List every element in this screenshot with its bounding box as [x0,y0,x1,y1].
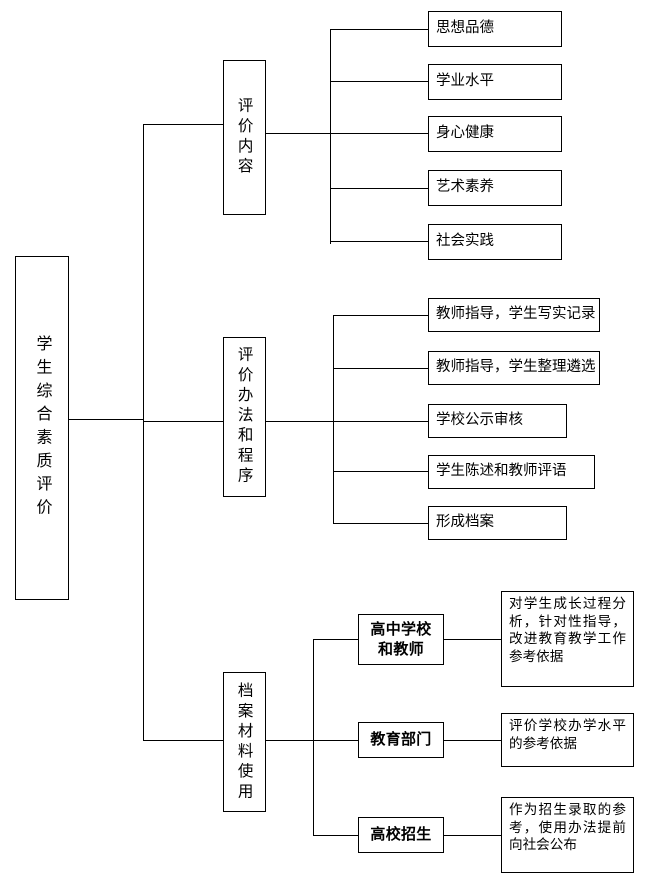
connector-actor-1-to-purpose [444,639,501,640]
purpose-text: 作为招生录取的参考，使用办法提前向社会公布 [509,802,626,854]
leaf-box: 学校公示审核 [428,404,567,438]
branch-node-2: 评价办法和程序 [223,337,266,497]
leaf-label: 学生陈述和教师评语 [436,463,567,480]
connector-branch-1-stem [266,133,330,134]
connector-root-to-trunk [69,419,144,420]
leaf-box: 教师指导，学生整理遴选 [428,351,600,385]
connector-main-trunk [143,124,144,741]
connector-branch-3-bus [313,639,314,835]
connector-branch-3-stem [266,740,313,741]
leaf-label: 思想品德 [436,20,494,37]
actor-label: 教育部门 [370,730,432,749]
purpose-text: 对学生成长过程分析，针对性指导，改进教育教学工作参考依据 [509,596,626,666]
leaf-label: 身心健康 [436,125,494,142]
connector-branch-3-actor-1 [313,639,358,640]
connector-branch-3-actor-3 [313,835,358,836]
connector-branch-2-bus [333,315,334,523]
root-node-label: 学生综合素质评价 [33,334,53,522]
purpose-box: 评价学校办学水平的参考依据 [501,713,634,767]
connector-branch-1-leaf-5 [330,241,428,242]
leaf-box: 形成档案 [428,506,567,540]
purpose-box: 对学生成长过程分析，针对性指导，改进教育教学工作参考依据 [501,591,634,687]
connector-branch-1-leaf-2 [330,81,428,82]
leaf-box: 学业水平 [428,64,562,100]
leaf-box: 艺术素养 [428,170,562,206]
branch-node-1: 评价内容 [223,60,266,215]
leaf-label: 艺术素养 [436,179,494,196]
leaf-box: 思想品德 [428,11,562,47]
purpose-text: 评价学校办学水平的参考依据 [509,718,626,752]
root-node: 学生综合素质评价 [15,256,69,600]
leaf-box: 学生陈述和教师评语 [428,455,595,489]
leaf-label: 教师指导，学生整理遴选 [436,359,596,376]
connector-branch-3-actor-2 [313,740,358,741]
connector-branch-1-bus [330,29,331,244]
leaf-label: 学校公示审核 [436,412,523,429]
actor-box: 高校招生 [358,817,444,853]
connector-branch-2-leaf-2 [333,368,428,369]
connector-trunk-to-branch-2 [143,421,223,422]
leaf-label: 教师指导，学生写实记录 [436,306,596,323]
actor-box: 教育部门 [358,722,444,758]
connector-branch-2-leaf-4 [333,471,428,472]
connector-actor-3-to-purpose [444,835,501,836]
leaf-label: 形成档案 [436,514,494,531]
connector-branch-2-leaf-5 [333,523,428,524]
actor-label: 高校招生 [370,825,432,844]
connector-branch-1-leaf-4 [330,188,428,189]
branch-node-3: 档案材料使用 [223,672,266,812]
connector-trunk-to-branch-1 [143,124,223,125]
leaf-label: 学业水平 [436,73,494,90]
connector-branch-2-leaf-3 [333,421,428,422]
leaf-box: 身心健康 [428,116,562,152]
connector-branch-2-stem [266,421,333,422]
leaf-label: 社会实践 [436,233,494,250]
connector-branch-1-leaf-1 [330,29,428,30]
connector-branch-2-leaf-1 [333,315,428,316]
branch-node-2-label: 评价办法和程序 [235,346,254,488]
branch-node-1-label: 评价内容 [235,97,254,178]
leaf-box: 社会实践 [428,224,562,260]
actor-box: 高中学校和教师 [358,614,444,665]
leaf-box: 教师指导，学生写实记录 [428,298,600,332]
purpose-box: 作为招生录取的参考，使用办法提前向社会公布 [501,797,634,873]
connector-actor-2-to-purpose [444,740,501,741]
connector-branch-1-leaf-3 [330,133,428,134]
connector-trunk-to-branch-3 [143,740,223,741]
branch-node-3-label: 档案材料使用 [235,681,254,803]
actor-label: 高中学校和教师 [370,620,432,658]
